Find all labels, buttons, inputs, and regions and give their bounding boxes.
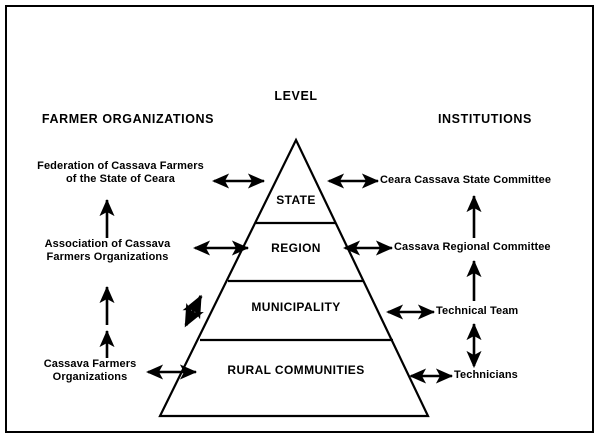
heading-farmer-organizations: FARMER ORGANIZATIONS — [41, 112, 215, 126]
diagram-frame-border — [5, 5, 594, 433]
label-technical-team: Technical Team — [436, 305, 519, 317]
right-connectors — [326, 173, 482, 384]
label-cassava-regional-committee: Cassava Regional Committee — [394, 241, 551, 253]
label-federation-line1: Federation of Cassava Farmers — [37, 160, 204, 172]
pyramid-tier-dividers — [200, 221, 393, 342]
pyramid-tier-region: REGION — [271, 241, 321, 255]
label-association-line1: Association of Cassava — [44, 238, 171, 250]
label-federation-line2: of the State of Ceara — [65, 173, 176, 185]
left-connectors — [99, 173, 266, 380]
label-association-of-cassava-farmers-organizations: Association of Cassava Farmers Organizat… — [20, 238, 195, 264]
label-cassava-farmers-organizations: Cassava Farmers Organizations — [30, 358, 150, 384]
label-association-line2: Farmers Organizations — [46, 251, 169, 263]
arrow-diagonal-municipality — [182, 294, 204, 328]
pyramid-tier-municipality: MUNICIPALITY — [251, 300, 341, 314]
pyramid-outline — [158, 137, 430, 418]
pyramid-tier-rural-communities: RURAL COMMUNITIES — [227, 363, 365, 377]
label-federation-of-cassava-farmers: Federation of Cassava Farmers of the Sta… — [28, 160, 213, 186]
heading-institutions: INSTITUTIONS — [437, 112, 532, 126]
heading-level: LEVEL — [274, 89, 318, 103]
label-technicians: Technicians — [454, 369, 518, 381]
label-farmersorgs-line2: Organizations — [52, 371, 128, 383]
pyramid-tier-state: STATE — [276, 193, 316, 207]
label-farmersorgs-line1: Cassava Farmers — [43, 358, 137, 370]
label-ceara-cassava-state-committee: Ceara Cassava State Committee — [380, 174, 552, 186]
